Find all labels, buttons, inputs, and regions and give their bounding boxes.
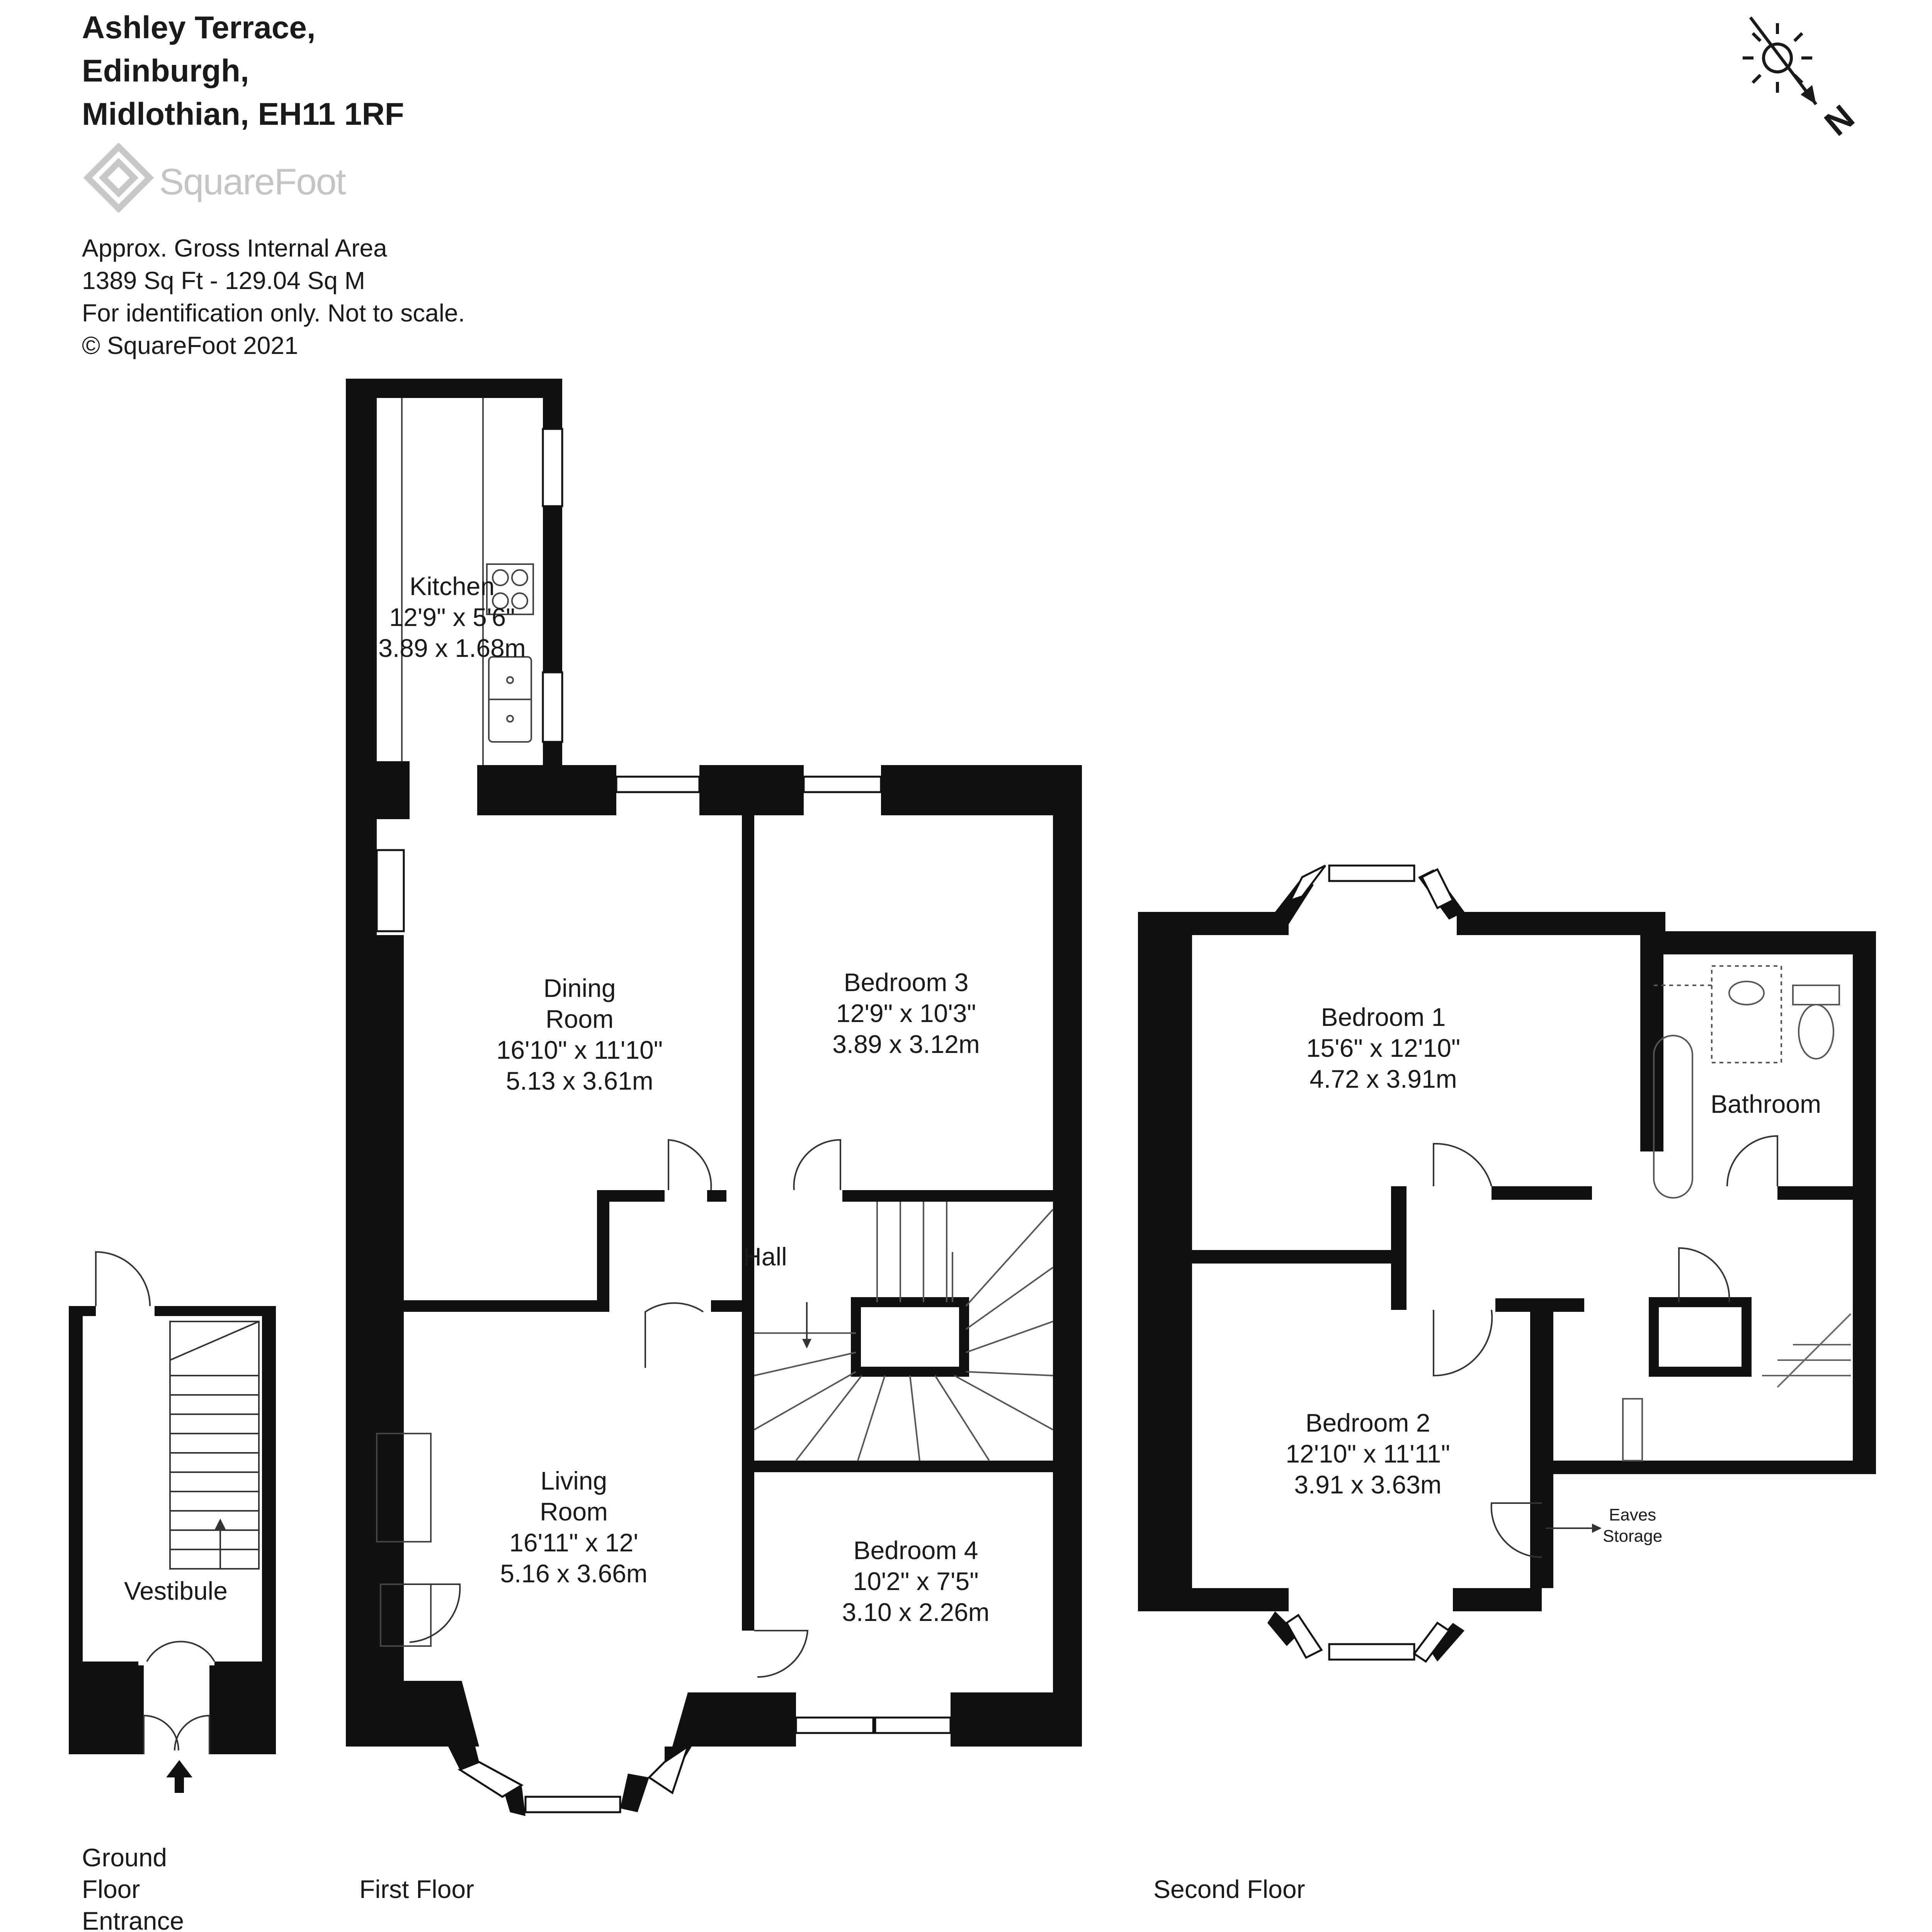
room-dims-bedroom-2-imperial: 12'10" x 11'11" (1286, 1439, 1450, 1468)
area-info-line-2: 1389 Sq Ft - 129.04 Sq M (82, 267, 365, 294)
address-line-2: Edinburgh, (82, 53, 249, 88)
area-info-line-1: Approx. Gross Internal Area (82, 234, 387, 262)
room-dims-living-metric: 5.16 x 3.66m (500, 1559, 648, 1588)
room-name-hall: Hall (743, 1242, 787, 1271)
room-dims-dining-metric: 5.13 x 3.61m (506, 1066, 653, 1095)
compass-north-label: N (1818, 98, 1862, 143)
floor-caption-ground-3: Entrance (82, 1906, 184, 1932)
eaves-storage-line-1: Eaves (1609, 1505, 1656, 1524)
room-name-bedroom-1: Bedroom 1 (1321, 1003, 1446, 1031)
room-dims-kitchen-imperial: 12'9" x 5'6" (389, 603, 515, 631)
eaves-storage-line-2: Storage (1603, 1527, 1662, 1546)
room-dims-bedroom-4-metric: 3.10 x 2.26m (842, 1598, 990, 1626)
room-name-bedroom-4: Bedroom 4 (854, 1536, 978, 1565)
squarefoot-logo-mark-icon (83, 142, 154, 213)
room-name-dining-2: Room (546, 1005, 614, 1033)
room-dims-bedroom-1-metric: 4.72 x 3.91m (1310, 1065, 1457, 1093)
floor-caption-first: First Floor (359, 1875, 474, 1903)
room-dims-bedroom-4-imperial: 10'2" x 7'5" (853, 1567, 978, 1595)
room-name-kitchen: Kitchen (410, 572, 495, 600)
area-info-line-3: For identification only. Not to scale. (82, 299, 465, 327)
room-name-dining-1: Dining (543, 974, 616, 1002)
floor-caption-second: Second Floor (1153, 1875, 1305, 1903)
squarefoot-logo-text: SquareFoot (159, 161, 346, 202)
room-name-vestibule: Vestibule (124, 1577, 228, 1605)
floor-caption-ground-2: Floor (82, 1875, 140, 1903)
room-name-bathroom: Bathroom (1711, 1090, 1821, 1118)
room-name-living-2: Room (540, 1497, 608, 1526)
room-dims-bedroom-1-imperial: 15'6" x 12'10" (1306, 1034, 1461, 1062)
room-name-living-1: Living (541, 1466, 607, 1495)
second-floor-plan: Bedroom 1 15'6" x 12'10" 4.72 x 3.91m Ba… (1138, 864, 1876, 1663)
area-info: Approx. Gross Internal Area 1389 Sq Ft -… (82, 232, 465, 362)
address-line-1: Ashley Terrace, (82, 10, 316, 45)
room-name-bedroom-2: Bedroom 2 (1306, 1408, 1430, 1437)
room-dims-bedroom-3-metric: 3.89 x 3.12m (832, 1030, 980, 1058)
room-dims-living-imperial: 16'11" x 12' (509, 1528, 638, 1557)
compass-icon: N (1743, 16, 1862, 143)
room-name-bedroom-3: Bedroom 3 (844, 968, 969, 997)
property-address: Ashley Terrace, Edinburgh, Midlothian, E… (82, 6, 404, 136)
squarefoot-logo: SquareFoot (82, 142, 376, 220)
copyright: © SquareFoot 2021 (82, 332, 298, 359)
room-dims-kitchen-metric: 3.89 x 1.68m (378, 634, 526, 662)
address-line-3: Midlothian, EH11 1RF (82, 97, 404, 132)
floor-caption-ground-1: Ground (82, 1843, 167, 1872)
room-dims-bedroom-3-imperial: 12'9" x 10'3" (836, 999, 976, 1027)
first-floor-plan: Kitchen 12'9" x 5'6" 3.89 x 1.68m Dining… (346, 379, 1082, 1816)
ground-floor-plan: Vestibule (69, 1251, 276, 1793)
room-dims-bedroom-2-metric: 3.91 x 3.63m (1294, 1470, 1442, 1499)
entrance-arrow-icon (166, 1760, 192, 1793)
room-dims-dining-imperial: 16'10" x 11'10" (497, 1036, 663, 1064)
